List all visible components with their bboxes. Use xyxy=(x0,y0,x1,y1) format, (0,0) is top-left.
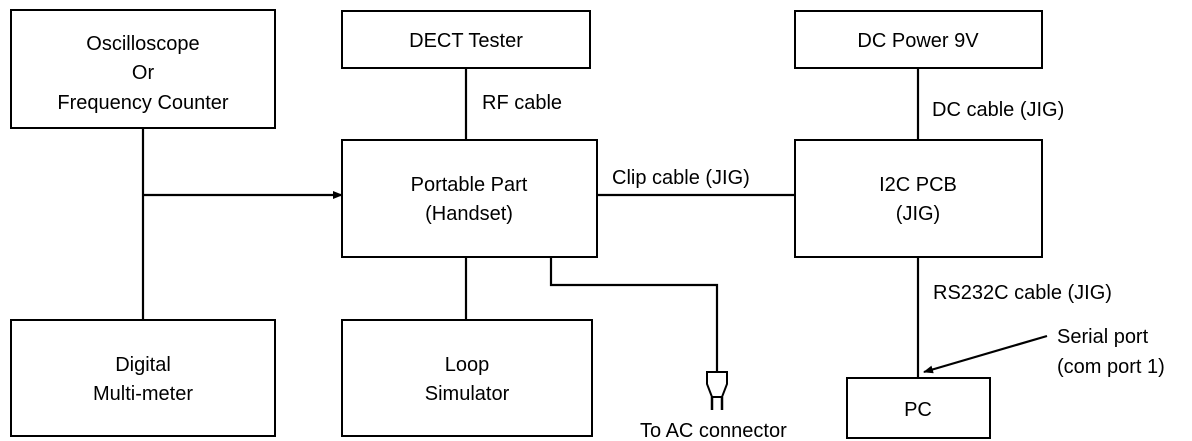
loop-simulator-label-1: Loop xyxy=(445,354,490,376)
dect-tester-box: DECT Tester xyxy=(341,10,591,69)
i2c-pcb-label-2: (JIG) xyxy=(896,203,940,225)
serial-port-pointer xyxy=(923,334,1048,374)
dc-cable-label: DC cable (JIG) xyxy=(932,99,1064,121)
com-port-label: (com port 1) xyxy=(1057,356,1165,378)
i2c-pcb-box: I2C PCB (JIG) xyxy=(794,139,1043,258)
ac-connector-label: To AC connector xyxy=(640,420,787,441)
multimeter-label-2: Multi-meter xyxy=(93,383,193,405)
dect-tester-label: DECT Tester xyxy=(409,30,523,52)
rf-cable-label: RF cable xyxy=(482,92,562,114)
portable-part-label-2: (Handset) xyxy=(425,203,513,225)
serial-port-label: Serial port xyxy=(1057,326,1149,348)
oscilloscope-label-3: Frequency Counter xyxy=(57,92,229,114)
multimeter-label-1: Digital xyxy=(115,354,171,376)
dc-power-label: DC Power 9V xyxy=(857,30,979,52)
oscilloscope-label-2: Or xyxy=(132,62,155,84)
loop-simulator-box: Loop Simulator xyxy=(341,319,593,437)
ac-plug-icon xyxy=(706,371,728,410)
portable-part-box: Portable Part (Handset) xyxy=(341,139,598,258)
oscilloscope-box: Oscilloscope Or Frequency Counter xyxy=(10,9,276,129)
dc-power-box: DC Power 9V xyxy=(794,10,1043,69)
pc-label: PC xyxy=(904,399,932,421)
oscilloscope-label-1: Oscilloscope xyxy=(86,33,199,55)
i2c-pcb-label-1: I2C PCB xyxy=(879,174,957,196)
loop-simulator-label-2: Simulator xyxy=(425,383,510,405)
multimeter-box: Digital Multi-meter xyxy=(10,319,276,437)
clip-cable-label: Clip cable (JIG) xyxy=(612,167,750,189)
ac-cable-line xyxy=(549,257,719,372)
rs232c-cable-label: RS232C cable (JIG) xyxy=(933,282,1112,304)
pc-box: PC xyxy=(846,377,991,439)
connection-lines xyxy=(141,68,1048,378)
portable-part-label-1: Portable Part xyxy=(411,174,528,196)
